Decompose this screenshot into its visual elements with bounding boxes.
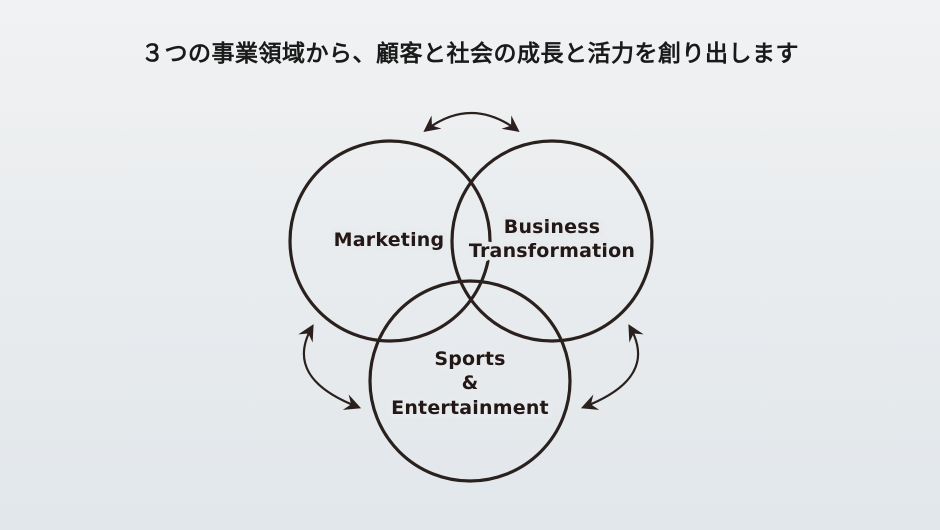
business-transformation-label-line1: Business bbox=[504, 216, 600, 238]
page-title: ３つの事業領域から、顧客と社会の成長と活力を創り出します bbox=[141, 40, 799, 66]
bidirectional-arrow-top-icon bbox=[423, 112, 520, 132]
bidirectional-arrow-left-icon bbox=[298, 324, 362, 410]
bidirectional-arrow-right-icon bbox=[580, 324, 644, 410]
marketing-circle bbox=[288, 139, 492, 343]
sports-entertainment-label-line3: Entertainment bbox=[391, 397, 549, 419]
sports-entertainment-circle bbox=[368, 279, 572, 483]
marketing-label: Marketing bbox=[334, 229, 445, 251]
business-transformation-label-line2: Transformation bbox=[469, 240, 635, 262]
sports-entertainment-label-line1: Sports bbox=[434, 348, 505, 370]
sports-entertainment-label-line2: & bbox=[462, 372, 479, 394]
business-transformation-circle bbox=[450, 139, 654, 343]
